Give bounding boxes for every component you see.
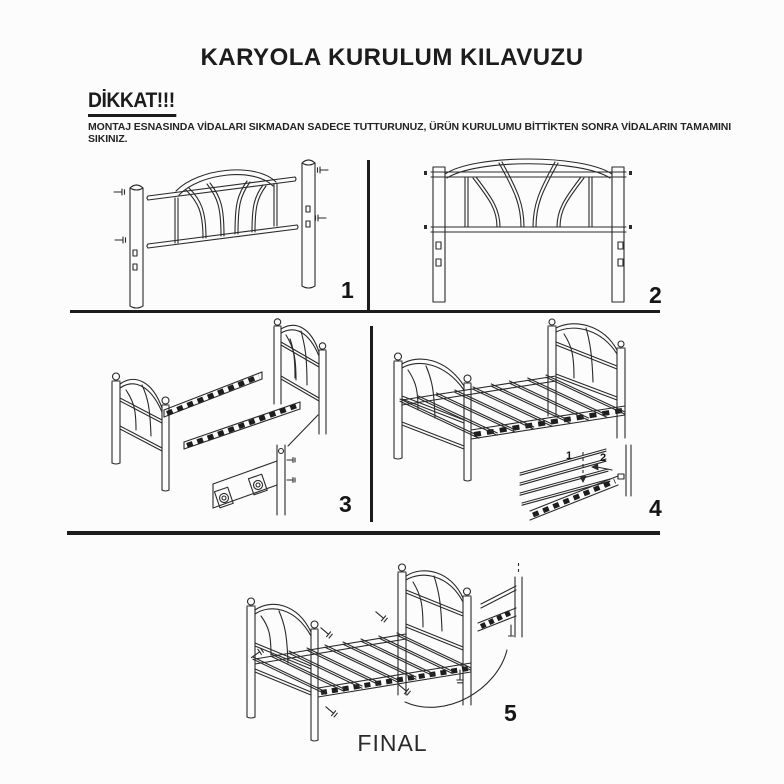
arrow-2-icon: [591, 463, 599, 471]
step-1-illustration: [113, 159, 329, 309]
headboard-drawing: [273, 318, 327, 435]
inset-leader-line: [287, 414, 319, 447]
step-5-illustration: [246, 563, 523, 742]
headboard-drawing: [547, 318, 626, 439]
rail-detail-inset: [477, 563, 523, 638]
screw-icon: [314, 166, 329, 222]
headboard-panel: [146, 169, 299, 249]
step-1-number: 1: [341, 277, 354, 303]
step-4-illustration: [393, 318, 632, 521]
divider-horizontal-1: [70, 310, 660, 313]
inset-arrow-2-label: 2: [600, 452, 607, 464]
divider-vertical-2: [370, 326, 373, 522]
screw-icon: [424, 171, 632, 229]
headboard-right-post: [301, 159, 316, 289]
slats: [399, 374, 626, 439]
inset-arrow-1-label: 1: [566, 450, 573, 462]
headboard-drawing: [397, 563, 472, 706]
step-4-number: 4: [649, 495, 662, 521]
step-5-number: 5: [504, 700, 517, 726]
headboard-left-post: [129, 184, 144, 309]
side-rail-upper: [163, 371, 263, 418]
footboard-drawing: [393, 352, 472, 482]
final-label: FINAL: [357, 730, 428, 756]
footboard-drawing: [111, 372, 170, 492]
arrow-1-icon: [579, 476, 587, 483]
headboard-front-view: [430, 158, 627, 303]
bed-frame-rails: [254, 633, 472, 698]
rail-connection-inset: [212, 444, 296, 516]
slats: [252, 632, 472, 695]
inset-leader-line: [404, 649, 508, 708]
step-3-number: 3: [339, 491, 352, 517]
step-3-illustration: [111, 318, 327, 516]
page-title: KARYOLA KURULUM KILAVUZU: [200, 44, 584, 71]
footboard-drawing: [246, 597, 319, 742]
warning-text: MONTAJ ESNASINDA VİDALARI SIKMADAN SADEC…: [88, 121, 732, 145]
step-2-illustration: [424, 158, 632, 303]
divider-horizontal-2: [67, 531, 660, 535]
screw-icon: [113, 188, 127, 244]
divider-vertical-1: [367, 160, 370, 310]
step-2-number: 2: [649, 282, 662, 308]
side-rail-lower: [183, 401, 301, 450]
arrow-2-icon: [596, 466, 613, 471]
slat-fitting-inset: [519, 444, 632, 521]
warning-heading: DİKKAT!!!: [88, 89, 177, 117]
